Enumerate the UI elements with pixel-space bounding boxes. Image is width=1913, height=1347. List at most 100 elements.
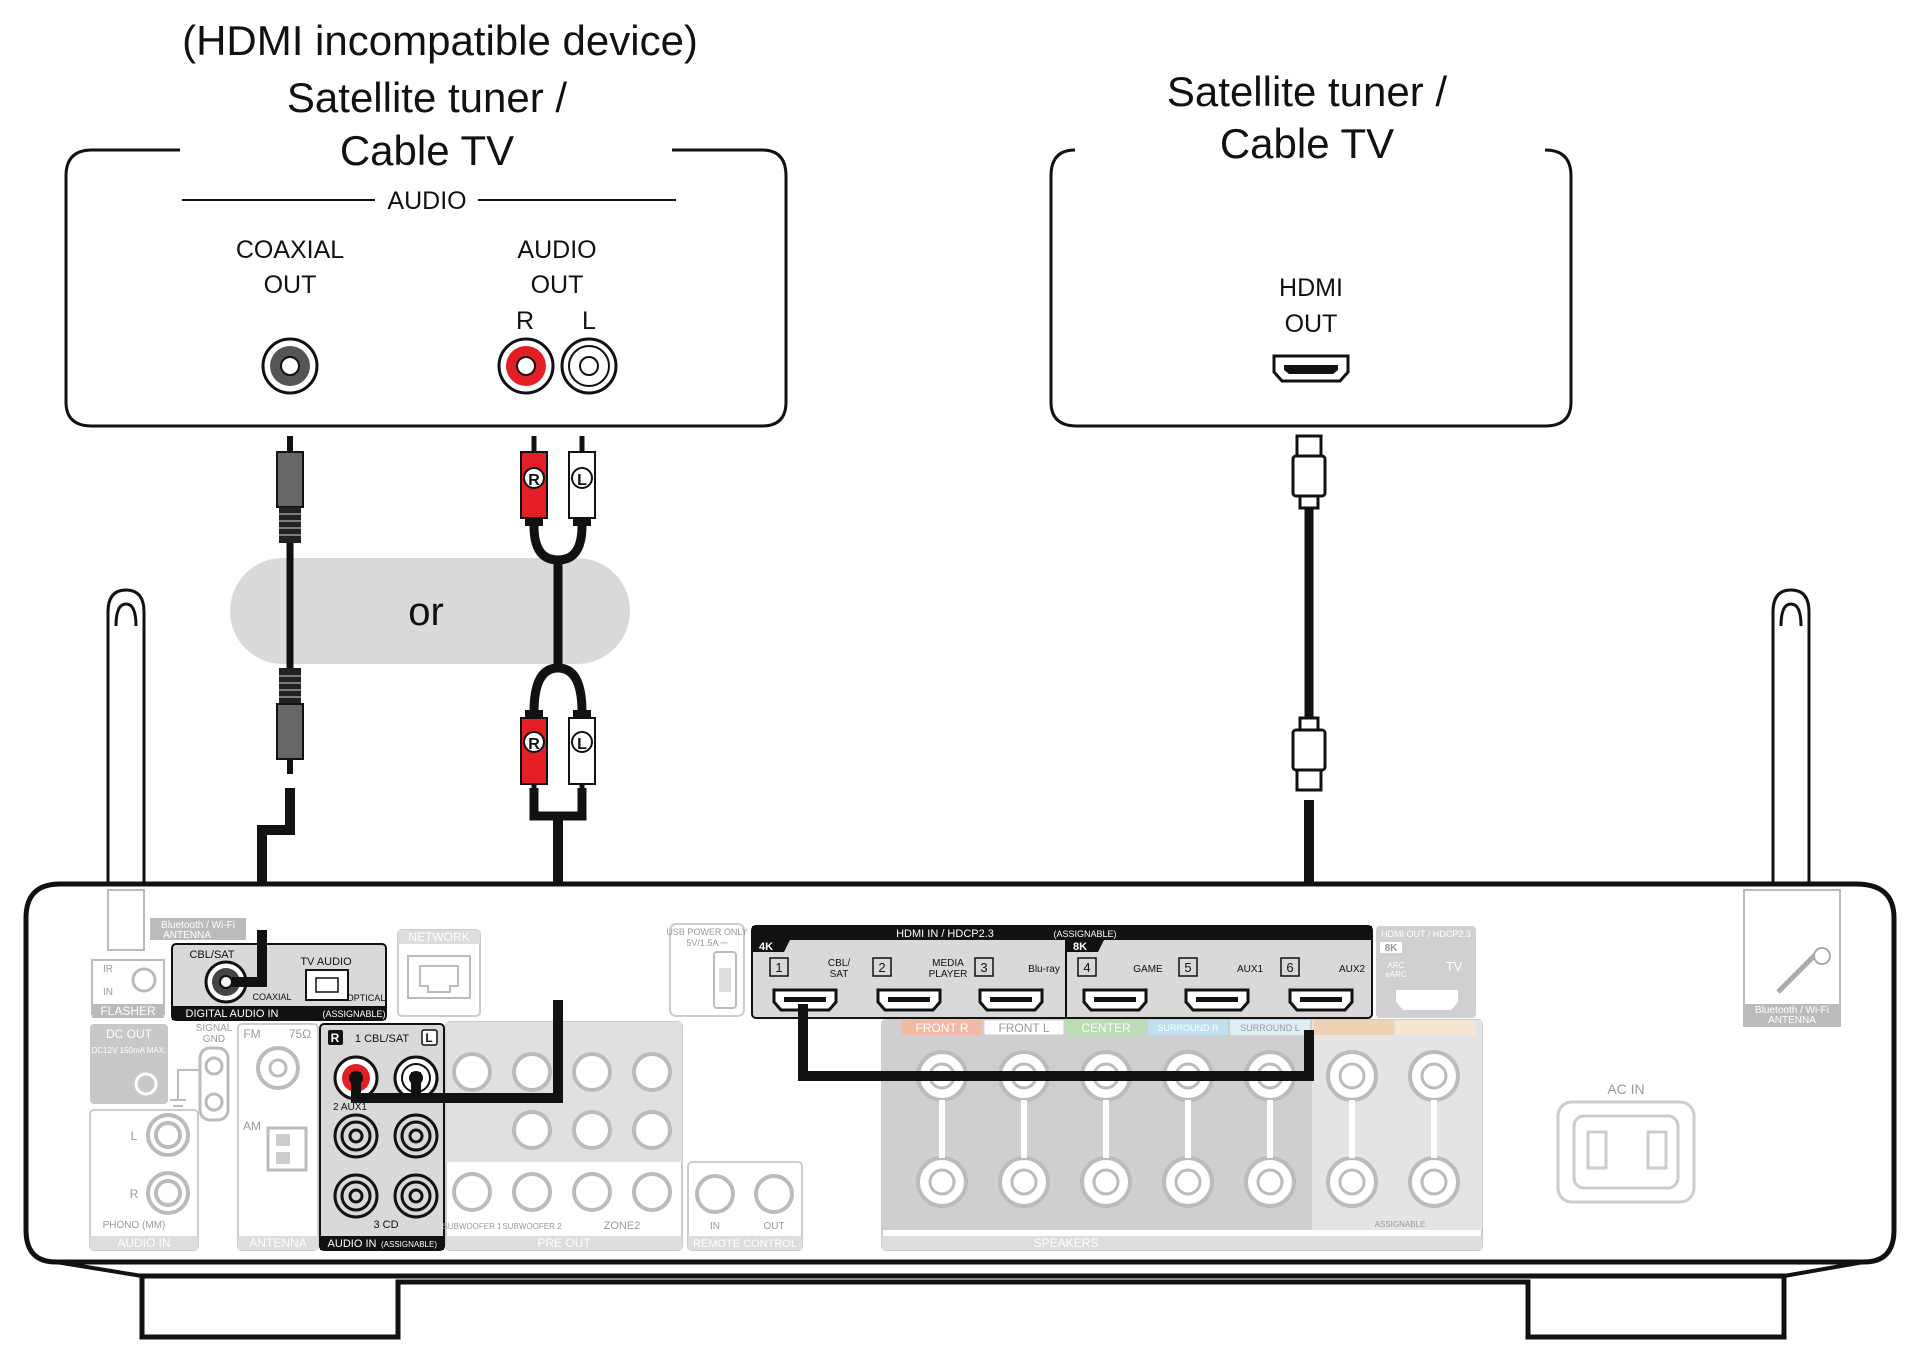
svg-text:8K: 8K: [1385, 943, 1399, 954]
svg-text:SIGNAL: SIGNAL: [196, 1023, 233, 1034]
audio-out-r-jack-icon: [497, 337, 555, 395]
svg-text:AC IN: AC IN: [1607, 1081, 1644, 1097]
svg-text:MEDIA: MEDIA: [932, 958, 964, 969]
svg-text:GND: GND: [203, 1034, 225, 1045]
svg-text:SAT: SAT: [830, 969, 849, 980]
svg-text:R: R: [130, 1187, 139, 1201]
or-label: or: [408, 590, 444, 634]
svg-text:8K: 8K: [1073, 941, 1087, 953]
svg-text:L: L: [577, 736, 587, 753]
hdmi-cable-terminal: [798, 1004, 1314, 1081]
coaxial-label-1: COAXIAL: [236, 236, 344, 264]
svg-text:OUT: OUT: [763, 1221, 784, 1232]
svg-text:SPEAKERS: SPEAKERS: [1034, 1236, 1099, 1250]
svg-text:R: R: [331, 1031, 340, 1045]
svg-text:ANTENNA: ANTENNA: [163, 930, 211, 941]
svg-text:IN: IN: [710, 1221, 720, 1232]
svg-text:ANTENNA: ANTENNA: [249, 1236, 306, 1250]
svg-text:4: 4: [1083, 960, 1090, 975]
svg-text:5V/1.5A ⎓: 5V/1.5A ⎓: [686, 938, 727, 948]
right-device-title-1: Satellite tuner /: [1167, 68, 1447, 115]
hdmi-out-port-inner-icon: [1284, 365, 1338, 374]
svg-text:HDMI IN / HDCP2.3: HDMI IN / HDCP2.3: [896, 928, 994, 940]
svg-text:PLAYER: PLAYER: [929, 969, 968, 980]
svg-text:FRONT R: FRONT R: [915, 1021, 968, 1035]
right-device-box: [1049, 148, 1573, 428]
svg-text:2 AUX1: 2 AUX1: [333, 1102, 367, 1113]
right-source-device: Satellite tuner / Cable TV HDMI OUT: [1049, 68, 1573, 428]
audio-out-l-jack-icon: [560, 337, 618, 395]
right-antenna-icon: [1771, 588, 1811, 890]
svg-text:L: L: [131, 1129, 138, 1143]
rca-cable-terminal: [351, 1000, 563, 1103]
svg-text:Blu-ray: Blu-ray: [1028, 964, 1060, 975]
hdmi-out-label-1: HDMI: [1279, 274, 1343, 302]
svg-text:CBL/SAT: CBL/SAT: [189, 949, 234, 961]
svg-text:TV AUDIO: TV AUDIO: [300, 956, 352, 968]
svg-text:TV: TV: [1446, 959, 1463, 974]
svg-text:(ASSIGNABLE): (ASSIGNABLE): [1053, 929, 1116, 939]
svg-text:ASSIGNABLE: ASSIGNABLE: [1375, 1220, 1426, 1229]
left-source-device: (HDMI incompatible device) Satellite tun…: [64, 17, 788, 428]
receiver-feet: [139, 1273, 1787, 1340]
svg-text:SUBWOOFER 2: SUBWOOFER 2: [502, 1222, 562, 1231]
svg-text:1: 1: [775, 960, 782, 975]
svg-text:SURROUND L: SURROUND L: [1240, 1023, 1300, 1033]
coaxial-cable-terminal: [232, 930, 267, 987]
hdmi-incompatible-note: (HDMI incompatible device): [182, 17, 698, 64]
svg-text:eARC: eARC: [1385, 970, 1407, 979]
left-antenna-icon: [106, 588, 146, 955]
svg-text:DC OUT: DC OUT: [106, 1027, 153, 1041]
svg-text:DC12V 150mA MAX.: DC12V 150mA MAX.: [92, 1046, 167, 1055]
svg-text:AUDIO IN: AUDIO IN: [117, 1236, 170, 1250]
hdmi-out-label-2: OUT: [1285, 310, 1338, 338]
svg-text:AUX1: AUX1: [1237, 964, 1264, 975]
svg-text:USB POWER ONLY: USB POWER ONLY: [666, 927, 747, 937]
svg-text:FRONT L: FRONT L: [998, 1021, 1049, 1035]
svg-text:R: R: [528, 472, 540, 489]
svg-text:6: 6: [1286, 960, 1293, 975]
svg-text:3: 3: [980, 960, 987, 975]
or-separator-pill: [230, 558, 630, 664]
svg-text:PHONO (MM): PHONO (MM): [103, 1220, 166, 1231]
svg-text:CENTER: CENTER: [1081, 1021, 1131, 1035]
left-device-box: [64, 148, 788, 428]
svg-text:AUX2: AUX2: [1339, 964, 1366, 975]
svg-text:FM: FM: [243, 1027, 260, 1041]
svg-text:PRE OUT: PRE OUT: [537, 1236, 591, 1250]
svg-text:Bluetooth / Wi-Fi: Bluetooth / Wi-Fi: [161, 920, 235, 931]
svg-text:COAXIAL: COAXIAL: [252, 992, 291, 1002]
right-device-title-2: Cable TV: [1220, 120, 1394, 167]
svg-text:SURROUND R: SURROUND R: [1157, 1023, 1219, 1033]
svg-text:FLASHER: FLASHER: [100, 1004, 156, 1018]
svg-text:HDMI OUT / HDCP2.3: HDMI OUT / HDCP2.3: [1381, 929, 1471, 939]
svg-text:SUBWOOFER 1: SUBWOOFER 1: [442, 1222, 502, 1231]
svg-text:IN: IN: [103, 987, 113, 998]
svg-text:AUDIO IN: AUDIO IN: [328, 1238, 377, 1250]
hdmi-in-port-labels: 1 CBL/ SAT 2 MEDIA PLAYER 3 Blu-ray 4 GA…: [769, 957, 1366, 980]
audio-out-label-1: AUDIO: [517, 236, 596, 264]
coaxial-label-2: OUT: [264, 271, 317, 299]
optical-in-port-icon: [305, 969, 349, 1001]
svg-text:ANTENNA: ANTENNA: [1768, 1015, 1816, 1026]
svg-text:1 CBL/SAT: 1 CBL/SAT: [355, 1033, 409, 1045]
svg-text:4K: 4K: [759, 941, 773, 953]
svg-text:IR: IR: [103, 964, 113, 975]
audio-out-label-2: OUT: [531, 271, 584, 299]
svg-text:NETWORK: NETWORK: [408, 930, 469, 944]
av-receiver: Bluetooth / Wi-Fi ANTENNA Bluetooth / Wi…: [23, 588, 1897, 1340]
svg-text:Bluetooth / Wi-Fi: Bluetooth / Wi-Fi: [1755, 1005, 1829, 1016]
left-device-title-2: Cable TV: [340, 127, 514, 174]
coaxial-out-jack-icon: [261, 337, 319, 395]
svg-text:OPTICAL: OPTICAL: [347, 993, 386, 1003]
l-channel-label: L: [582, 307, 596, 335]
r-channel-label: R: [516, 307, 534, 335]
svg-text:DIGITAL AUDIO IN: DIGITAL AUDIO IN: [186, 1008, 279, 1020]
svg-text:ARC: ARC: [1388, 961, 1405, 970]
svg-text:L: L: [577, 472, 587, 489]
left-device-title-1: Satellite tuner /: [287, 74, 567, 121]
svg-text:75Ω: 75Ω: [289, 1027, 311, 1041]
audio-group-label: AUDIO: [387, 187, 466, 215]
svg-text:(ASSIGNABLE): (ASSIGNABLE): [381, 1240, 437, 1249]
